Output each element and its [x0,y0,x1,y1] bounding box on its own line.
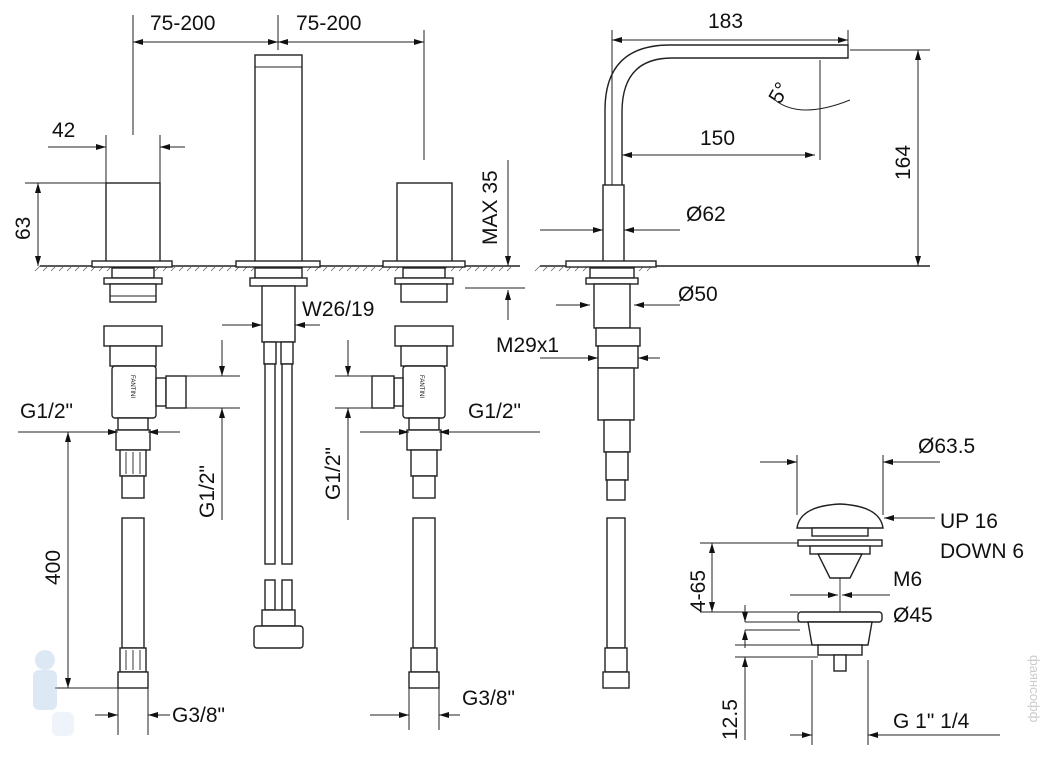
hatch-mark [58,265,65,272]
label-wrench-size: W26/19 [302,298,374,321]
label-hose-conn-right: G3/8" [462,687,515,710]
label-rod-thread: M6 [893,568,922,591]
label-outlet-right: G1/2" [322,447,345,500]
hatch-mark [466,265,473,272]
label-up: UP 16 [940,510,998,533]
label-spout-height: 164 [892,145,915,180]
label-spacing-left: 75-200 [150,12,215,35]
hatch-mark [170,265,177,272]
label-hose-conn-left: G3/8" [172,704,225,727]
label-spout-reach-inner: 150 [700,127,735,150]
watermark: фаянсофф [1027,655,1042,723]
hatch-mark [506,265,513,272]
hatch-mark [550,265,557,272]
hatch-mark [370,265,377,272]
brand-mark-right: FANTINI [418,375,424,398]
hatch-mark [74,265,81,272]
label-shank-diameter: Ø50 [678,283,718,306]
label-spacing-right: 75-200 [296,12,361,35]
spout-side [565,44,849,689]
hatch-mark [354,265,361,272]
dimension-lines [18,15,1000,745]
hatch-mark [338,265,345,272]
hatch-mark [346,265,353,272]
label-handle-width: 42 [52,119,75,142]
hatch-mark [534,265,541,272]
spout-front [235,54,321,649]
hatch-mark [498,265,505,272]
hatch-mark [34,265,41,272]
hatch-mark [542,265,549,272]
hatch-mark [490,265,497,272]
hatch-mark [474,265,481,272]
label-inlet-right: G1/2" [468,400,521,423]
label-spout-angle: 5° [764,79,794,108]
hatch-mark [362,265,369,272]
label-deck-range: 4-65 [687,570,710,612]
label-flange-diameter: Ø62 [686,203,726,226]
hatch-mark [218,265,225,272]
label-tail: 12.5 [719,699,742,740]
dimension-labels: 75-200 75-200 42 63 183 5° 150 164 MAX 3… [12,10,1024,740]
label-inlet-left: G1/2" [20,400,73,423]
brand-mark-left: FANTINI [129,375,135,398]
label-handle-height: 63 [12,217,35,240]
hatch-mark [322,265,329,272]
hatch-mark [558,265,565,272]
label-down: DOWN 6 [940,540,1024,563]
label-hose-length: 400 [42,550,65,585]
label-body-diameter: Ø45 [893,604,933,627]
hatch-mark [50,265,57,272]
label-waste-thread: G 1" 1/4 [893,710,970,733]
hatch-mark [66,265,73,272]
hatch-mark [82,265,89,272]
plumber-logo [33,650,74,736]
right-valve: FANTINI [371,182,466,689]
label-thread: M29x1 [496,334,559,357]
label-cap-diameter: Ø63.5 [918,435,975,458]
hatch-mark [42,265,49,272]
hatch-mark [330,265,337,272]
label-spout-reach: 183 [708,10,743,33]
hatch-mark [210,265,217,272]
pop-up-waste [796,503,884,672]
hatch-mark [482,265,489,272]
label-max-deck: MAX 35 [479,170,502,245]
hatch-mark [202,265,209,272]
hatch-mark [186,265,193,272]
hatch-mark [178,265,185,272]
hatch-mark [194,265,201,272]
label-outlet-left: G1/2" [196,465,219,518]
left-valve: FANTINI [91,182,187,689]
hatch-mark [226,265,233,272]
